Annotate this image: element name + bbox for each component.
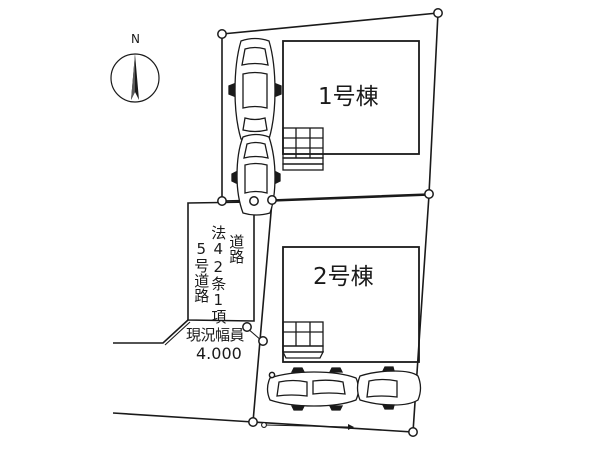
corner-marker [267,195,277,205]
corner-marker [242,322,252,332]
building-1-label: 1号棟 [318,84,379,110]
plot-1-boundary [221,12,439,202]
car-top-2 [231,133,281,216]
lower-road-bottom-edge [112,412,254,423]
car-bottom-1 [266,367,360,411]
car-top-1 [228,37,282,143]
road-width-label: 現況幅員 [186,326,245,344]
corner-marker [433,8,443,18]
corner-marker [424,189,434,199]
corner-marker [248,417,258,427]
compass-rose [110,53,160,103]
car-bottom-2 [356,366,422,410]
road-width-value: 4.000 [196,344,242,363]
corner-marker [217,196,227,206]
bottom-dimension-line [264,424,349,428]
lower-road-boundary [113,319,189,344]
road-designation-doro: 道路 [227,234,246,264]
lot-corner-markers [217,8,443,437]
compass-north-label: N [131,32,140,46]
corner-marker [249,196,259,206]
corner-marker [217,29,227,39]
road-parcel-boundary [187,201,255,322]
building-1-entry-grid [282,127,324,171]
building-2-label: 2号棟 [313,264,374,290]
road-designation-number: 5号道路 [192,240,211,303]
road-width-leader [164,321,191,346]
building-1-footprint [282,40,420,155]
building-2-entry-grid [281,321,325,359]
corner-marker [268,371,276,379]
corner-marker [408,427,418,437]
road-designation-article: 法42条1項 [209,225,228,324]
corner-marker [258,336,268,346]
lot-boundaries [112,12,439,433]
building-2-footprint [282,246,420,363]
building-footprints [282,40,420,363]
